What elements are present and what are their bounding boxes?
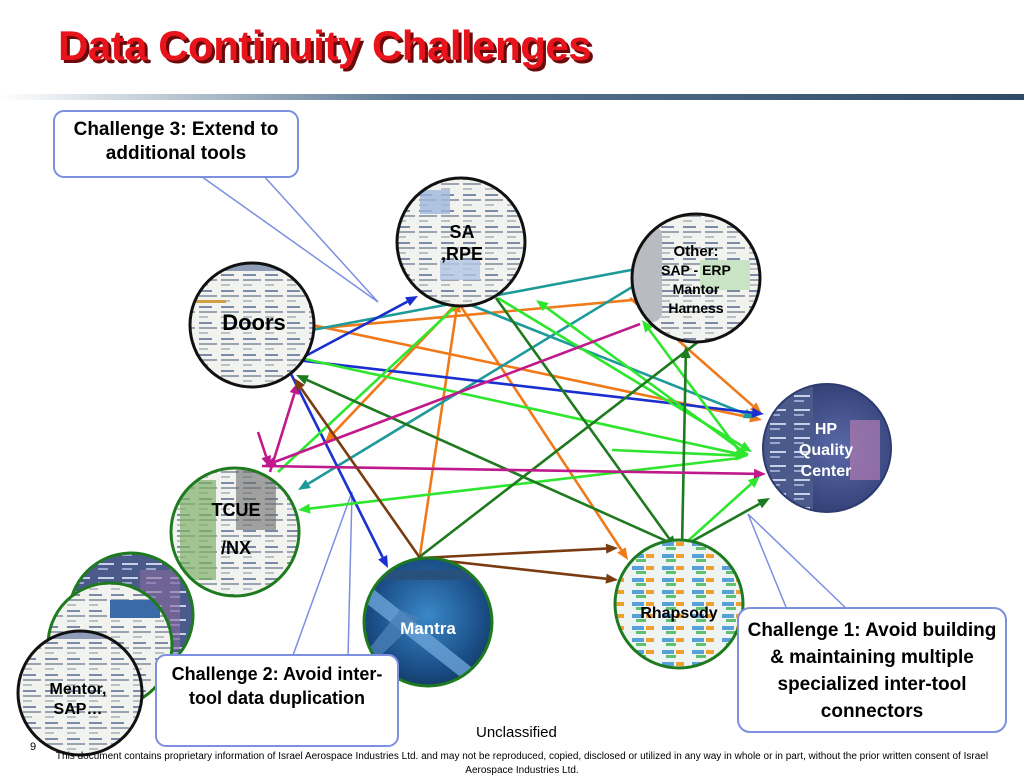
connection-arrow	[297, 300, 409, 362]
connection-arrow	[256, 431, 268, 458]
challenge1-text: Challenge 1: Avoid building & maintainin…	[747, 620, 997, 722]
connection-arrow	[299, 356, 737, 455]
connection-arrow	[648, 328, 742, 453]
tcue-label: TCUE/NX	[212, 500, 261, 558]
connection-arrowhead	[536, 300, 549, 312]
hp-label-line: Quality	[799, 442, 853, 459]
node-tcue-nx: TCUE/NX	[169, 466, 301, 598]
connection-arrowhead	[378, 555, 388, 568]
node-mantra: Mantra	[362, 556, 494, 688]
mantra-label: Mantra	[400, 619, 456, 638]
other-label-line: SAP - ERP	[661, 262, 731, 278]
connection-arrowhead	[605, 543, 618, 554]
connection-arrowhead	[605, 573, 618, 584]
connection-arrowhead	[405, 296, 418, 307]
connection-arrow	[309, 456, 741, 510]
tcue-label-line: /NX	[221, 538, 251, 558]
connection-arrowhead	[642, 320, 654, 333]
connection-arrowhead	[298, 479, 311, 490]
connection-arrow	[419, 547, 607, 560]
other-label-line: Mantor	[673, 281, 720, 297]
sa-label: SA,RPE	[441, 222, 483, 264]
rhapsody-label: Rhapsody	[640, 605, 717, 622]
connection-arrow	[680, 357, 688, 549]
connection-arrow	[306, 378, 683, 550]
title-divider	[0, 94, 1024, 100]
connection-arrowhead	[747, 476, 760, 488]
node-mentor-sap: Mentor, SAP…	[16, 629, 144, 757]
connection-arrow	[307, 268, 661, 485]
connection-arrowhead	[264, 457, 277, 467]
rhapsody-label-line: Rhapsody	[640, 605, 717, 622]
mentor-label-line: SAP…	[54, 701, 103, 718]
sa-label-line: ,RPE	[441, 244, 483, 264]
hp-label-line: HP	[815, 421, 838, 438]
challenge1-pointer	[747, 513, 851, 613]
challenge2-pointer	[291, 491, 353, 659]
callout-boxes	[53, 110, 1007, 747]
challenge1-box	[737, 607, 1007, 733]
connection-arrowhead	[298, 503, 311, 514]
connection-arrowhead	[751, 407, 764, 418]
hp-label-line: Center	[801, 463, 852, 480]
connection-arrow	[679, 483, 752, 549]
callout-pointers	[197, 173, 851, 659]
node-doors: Doors	[188, 261, 316, 389]
connection-arrowhead	[294, 378, 305, 391]
connection-arrowhead	[617, 547, 628, 560]
connection-arrowhead	[325, 429, 337, 442]
node-rhapsody: Rhapsody	[613, 538, 745, 670]
proprietary-notice: This document contains proprietary infor…	[55, 751, 989, 776]
connection-arrow	[417, 314, 734, 560]
challenge2-box	[155, 654, 399, 747]
connection-arrow	[277, 302, 461, 473]
mentor-label: Mentor, SAP…	[50, 681, 107, 718]
page-title: Data Continuity Challenges	[58, 22, 592, 69]
connection-arrowhead	[296, 375, 309, 385]
node-sa-rpe: SA,RPE	[395, 176, 527, 308]
connection-arrowhead	[749, 402, 762, 414]
connection-arrowhead	[753, 468, 766, 479]
connection-arrows	[256, 245, 770, 584]
challenge3-box	[53, 110, 299, 178]
mantra-label-line: Mantra	[400, 619, 456, 638]
connection-arrow	[288, 371, 384, 558]
mentor-label-line: Mentor,	[50, 681, 107, 698]
connection-arrow	[418, 311, 458, 556]
connection-arrow	[299, 387, 422, 559]
tcue-label-line: TCUE	[212, 500, 261, 520]
connection-arrow	[299, 297, 644, 332]
challenge3-text: Challenge 3: Extend to additional tools	[73, 119, 279, 164]
challenge3-pointer	[197, 173, 379, 303]
connection-arrowhead	[735, 450, 748, 461]
connection-arrow	[261, 464, 755, 476]
challenge2-text: Challenge 2: Avoid inter-tool data dupli…	[171, 664, 383, 708]
page-number: 9	[30, 741, 37, 753]
other-label-line: Harness	[668, 300, 723, 316]
sa-label-line: SA	[449, 222, 474, 242]
doors-label: Doors	[222, 310, 286, 335]
connection-arrow	[494, 297, 671, 540]
other-label-line: Other:	[674, 243, 719, 260]
connection-arrow	[611, 448, 737, 457]
connection-arrowhead	[757, 498, 770, 509]
doors-label-line: Doors	[222, 310, 286, 335]
classification-label: Unclassified	[476, 724, 557, 741]
